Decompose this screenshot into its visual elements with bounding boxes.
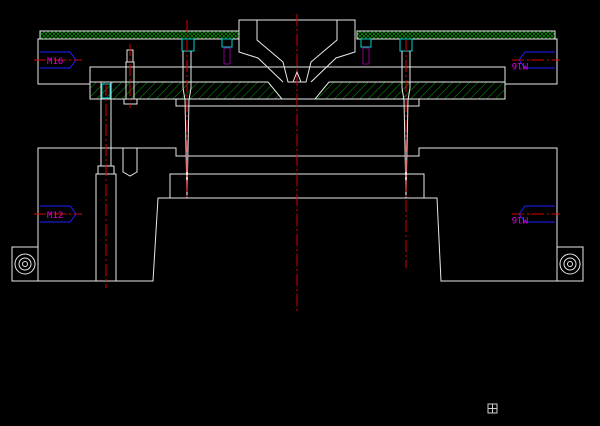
upper-plate-outline-right xyxy=(357,38,558,85)
inner-screw-left xyxy=(223,47,231,65)
screw-head-inner-right xyxy=(360,38,372,48)
bolt-circle-left xyxy=(14,253,36,275)
thread-box-upper-right xyxy=(518,51,555,69)
thread-box-lower-left xyxy=(40,205,77,223)
cavity-core-outline xyxy=(238,39,356,83)
bracket-left xyxy=(11,246,39,282)
thread-label-upper-left: M16 xyxy=(47,57,63,67)
screw-head-left xyxy=(181,38,195,52)
thread-label-upper-right: M16 xyxy=(512,60,528,70)
thread-box-upper-left xyxy=(40,51,77,69)
bolt-circle-right xyxy=(559,253,581,275)
ejector-pin-right xyxy=(401,51,411,199)
cavity-plate-left-hatch xyxy=(89,81,284,100)
thread-box-lower-right xyxy=(518,205,555,223)
thread-label-lower-right: M16 xyxy=(512,214,528,224)
upper-plate-outline xyxy=(37,38,239,85)
ejector-pin-left xyxy=(182,51,192,199)
bracket-right xyxy=(556,246,584,282)
return-pin xyxy=(122,148,138,177)
inner-screw-right xyxy=(362,47,370,65)
thread-label-lower-left: M12 xyxy=(47,211,63,221)
top-clamp-plate-left xyxy=(39,30,240,40)
grid-icon[interactable] xyxy=(487,403,498,414)
sprue-channel xyxy=(292,70,302,83)
top-clamp-plate-right xyxy=(356,30,556,40)
screw-head-inner-left xyxy=(221,38,233,48)
